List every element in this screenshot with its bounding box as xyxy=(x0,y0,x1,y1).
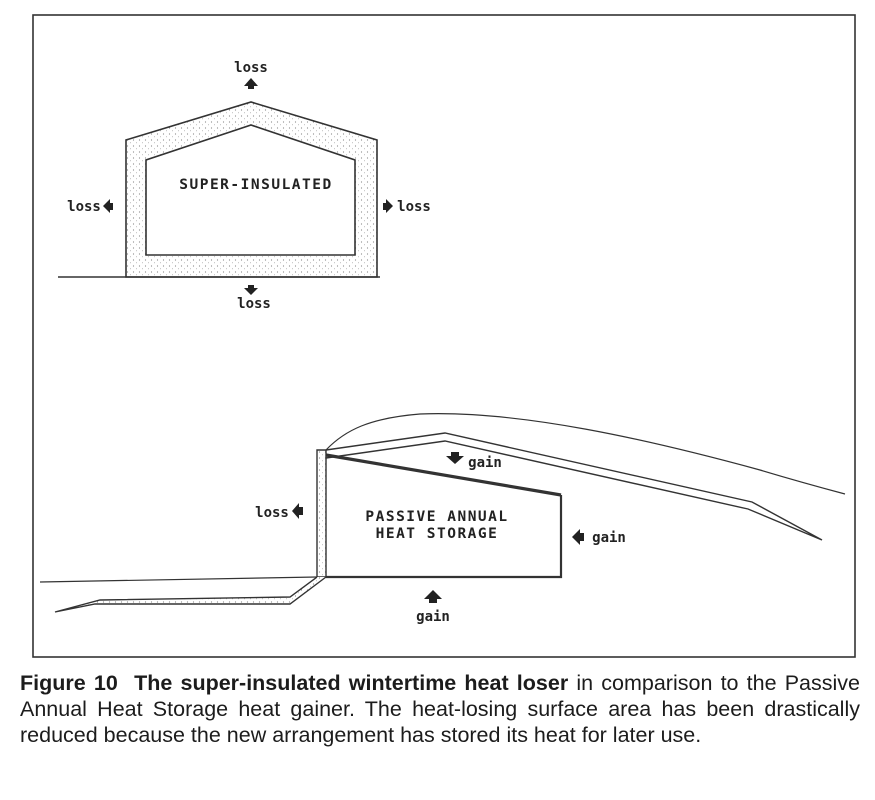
loss-right-label: loss xyxy=(397,199,431,215)
loss-top-label: loss xyxy=(234,60,268,76)
figure-diagram: SUPER-INSULATED loss loss loss loss gain… xyxy=(32,14,856,658)
arrow-up-icon xyxy=(244,78,258,89)
arrow-up-icon xyxy=(424,590,442,603)
loss-left-label: loss xyxy=(255,505,289,521)
super-insulated-label: SUPER-INSULATED xyxy=(179,177,332,193)
figure-frame xyxy=(32,14,856,658)
figure-caption: Figure 10 The super-insulated wintertime… xyxy=(20,670,860,748)
arrow-left-icon xyxy=(292,503,303,519)
gain-right-label: gain xyxy=(592,530,626,546)
hill-surface xyxy=(325,413,846,495)
storage-room xyxy=(326,495,563,579)
gain-bottom-label: gain xyxy=(416,609,450,625)
arrow-down-icon xyxy=(244,285,258,295)
arrow-left-icon xyxy=(103,199,113,213)
insulated-roof xyxy=(325,432,823,541)
insulation-wing xyxy=(54,576,327,613)
gain-roof-label: gain xyxy=(468,455,502,471)
pahs-label-line2: HEAT STORAGE xyxy=(376,526,499,542)
passive-annual-heat-storage-house xyxy=(39,413,846,613)
loss-bottom-label: loss xyxy=(237,296,271,312)
caption-text: in comparison to the Passive Annual Heat… xyxy=(20,671,860,747)
pahs-label-line1: PASSIVE ANNUAL xyxy=(365,509,508,525)
arrow-down-icon xyxy=(446,452,464,464)
arrow-right-icon xyxy=(383,199,393,213)
loss-left-label: loss xyxy=(67,199,101,215)
ground-line xyxy=(39,576,318,583)
arrow-left-icon xyxy=(572,529,584,545)
caption-bold: Figure 10 The super-insulated wintertime… xyxy=(20,671,569,695)
super-insulated-house xyxy=(58,101,380,278)
